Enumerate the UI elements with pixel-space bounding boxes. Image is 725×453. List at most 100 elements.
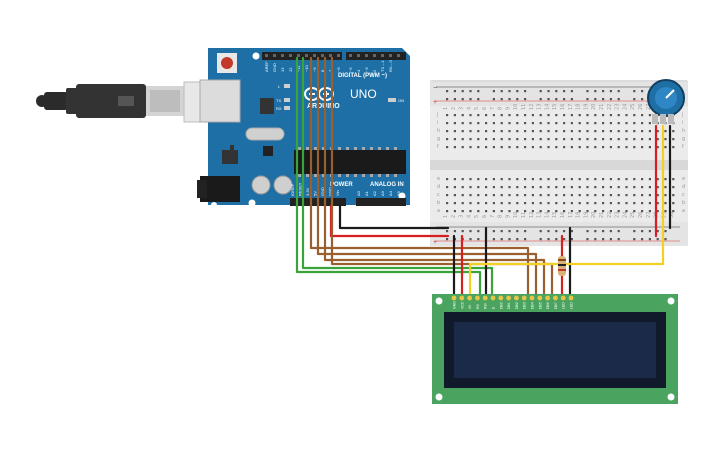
power-pin-label: GND [320, 187, 325, 196]
bb-col-label: 24 [622, 212, 628, 218]
bb-row-label: c [682, 192, 685, 198]
analog-pin-label: A5 [396, 190, 401, 196]
analog-header [356, 198, 406, 206]
bb-row-label: g [437, 136, 440, 142]
bb-col-label: 14 [544, 212, 550, 218]
bb-col-label: 19 [583, 104, 589, 110]
bb-col-label: 11 [521, 104, 527, 110]
header-pin-label: 13 [280, 67, 285, 72]
bb-col-label: 2 [451, 215, 457, 218]
bb-col-label: 21 [599, 104, 605, 110]
bb-col-label: 8 [498, 215, 504, 218]
on-led [388, 98, 396, 102]
bb-col-label: 15 [552, 104, 558, 110]
lcd-pin [545, 295, 550, 301]
header-pin-label: 7 [328, 69, 333, 72]
bb-col-label: 22 [607, 212, 613, 218]
bb-col-label: 9 [505, 107, 511, 110]
bb-col-label: 23 [615, 212, 621, 218]
bb-col-label: 8 [498, 107, 504, 110]
bb-col-label: 29 [661, 212, 667, 218]
bb-col-label: 16 [560, 212, 566, 218]
wire-green-2 [301, 56, 494, 300]
rail-plus-bottom: + [433, 239, 437, 246]
lcd-pin [467, 295, 472, 301]
header-pin-label: ~9 [312, 67, 317, 72]
lcd-pin-label: LED [570, 302, 574, 309]
bb-col-label: 14 [544, 104, 550, 110]
lcd-pin [514, 295, 519, 301]
digital-header-left [262, 52, 342, 60]
header-pin-label: ~6 [336, 67, 341, 72]
bb-col-label: 12 [529, 104, 535, 110]
wire-brown-2 [316, 56, 538, 300]
bb-row-label: a [437, 208, 440, 214]
power-pin-label: RESET [298, 182, 303, 196]
lcd-pin-label: V0 [468, 305, 472, 309]
lcd-pin [451, 295, 457, 301]
digital-label: DIGITAL (PWM ~) [338, 73, 387, 79]
lcd-pin [529, 295, 535, 301]
header-pin-label: AREF [264, 61, 269, 72]
model-label: UNO [350, 87, 377, 101]
header-pin-label: 12 [288, 67, 293, 72]
bb-col-label: 18 [576, 104, 582, 110]
header-pin-label: GND [272, 63, 277, 72]
lcd-pin [521, 295, 527, 301]
lcd-pin-label: RW [484, 303, 488, 309]
header-pin-label: ~5 [348, 67, 353, 72]
bb-row-label: d [682, 184, 685, 190]
bb-col-label: 13 [537, 104, 543, 110]
bb-row-label: h [437, 128, 440, 134]
tx-led-label: TX [276, 98, 281, 103]
power-pin-label: IOREF [290, 183, 295, 196]
header-pin-label: 2 [372, 69, 377, 72]
bb-col-label: 20 [591, 104, 597, 110]
wire-green-1 [295, 56, 482, 300]
bb-col-label: 17 [568, 212, 574, 218]
bb-col-label: 6 [482, 107, 488, 110]
bb-col-label: 13 [537, 212, 543, 218]
lcd-pin-label: DB3 [523, 302, 527, 309]
bb-col-label: 30 [669, 212, 675, 218]
bb-row-label: a [682, 208, 685, 214]
bb-col-label: 25 [630, 212, 636, 218]
analog-pin-label: A3 [380, 190, 385, 196]
bb-col-label: 3 [459, 215, 465, 218]
bb-col-label: 4 [466, 215, 472, 218]
lcd-pin-label: GND [453, 301, 457, 309]
analog-label: ANALOG IN [370, 182, 404, 188]
analog-pin-label: A1 [364, 190, 369, 196]
bb-col-label: 27 [646, 104, 652, 110]
lcd-pin-label: DB6 [546, 302, 550, 309]
bb-col-label: 26 [638, 212, 644, 218]
arduino-uno-board: ARDUINO UNO DIGITAL (PWM ~) POWER ANALOG… [197, 48, 410, 208]
lcd-pin-label: RS [476, 303, 480, 309]
bb-col-label: 15 [552, 212, 558, 218]
power-pin-label: 3.3V [305, 187, 310, 196]
power-label: POWER [330, 182, 353, 188]
lcd-pin [560, 295, 566, 301]
header-pin-label: RX←0 [388, 59, 393, 72]
resistor-icon [558, 256, 566, 276]
lcd-pin-label: DB0 [499, 302, 503, 309]
analog-pin-label: A2 [372, 190, 377, 196]
bb-row-label: g [682, 136, 685, 142]
bb-row-label: i [437, 120, 438, 126]
bb-col-label: 6 [482, 215, 488, 218]
lcd-pin [506, 295, 511, 301]
bb-col-label: 1 [443, 215, 449, 218]
header-pin-label: ~3 [364, 67, 369, 72]
lcd-pin-label: VCC [460, 301, 464, 309]
lcd-pin [459, 295, 465, 301]
lcd-pin-label: DB5 [538, 302, 542, 309]
rail-minus-top: − [433, 85, 437, 92]
lcd-pin [475, 295, 480, 301]
bb-col-label: 4 [466, 107, 472, 110]
bb-col-label: 3 [459, 107, 465, 110]
analog-pin-label: A4 [388, 190, 393, 196]
wire-brown-3 [323, 56, 546, 300]
